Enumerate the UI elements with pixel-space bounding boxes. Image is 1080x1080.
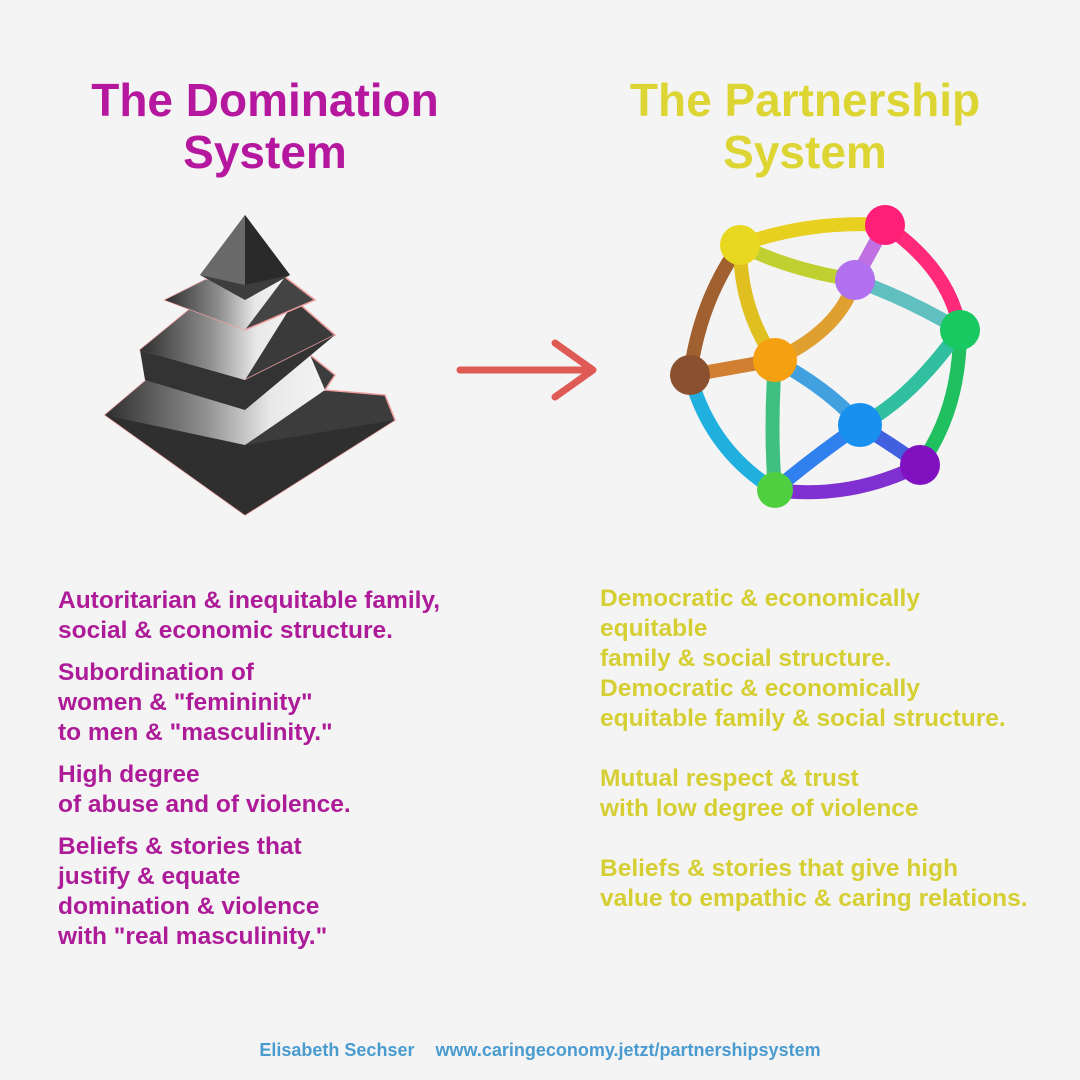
arrow-right-icon (456, 339, 597, 401)
partnership-title: The Partnership System (629, 74, 981, 178)
list-item: Autoritarian & inequitable family, socia… (58, 587, 441, 644)
pyramid-icon (103, 215, 396, 516)
author-name: Elisabeth Sechser (259, 1040, 415, 1060)
list-item: High degree of abuse and of violence. (58, 761, 351, 818)
partnership-list: Democratic & economically equitable fami… (600, 584, 1070, 944)
list-item: Subordination of women & "femininity" to… (58, 659, 333, 746)
list-item: Beliefs & stories that justify & equate … (58, 833, 328, 950)
list-item: Mutual respect & trust with low degree o… (600, 765, 919, 822)
list-item: Beliefs & stories that give high value t… (600, 855, 1028, 912)
domination-list: Autoritarian & inequitable family, socia… (58, 586, 518, 964)
website-link[interactable]: www.caringeconomy.jetzt/partnershipsyste… (435, 1040, 821, 1060)
domination-title: The Domination System (91, 74, 439, 178)
footer: Elisabeth Sechser www.caringeconomy.jetz… (0, 1040, 1080, 1061)
list-item: Democratic & economically equitable fami… (600, 585, 1006, 732)
network-icon (670, 205, 980, 508)
